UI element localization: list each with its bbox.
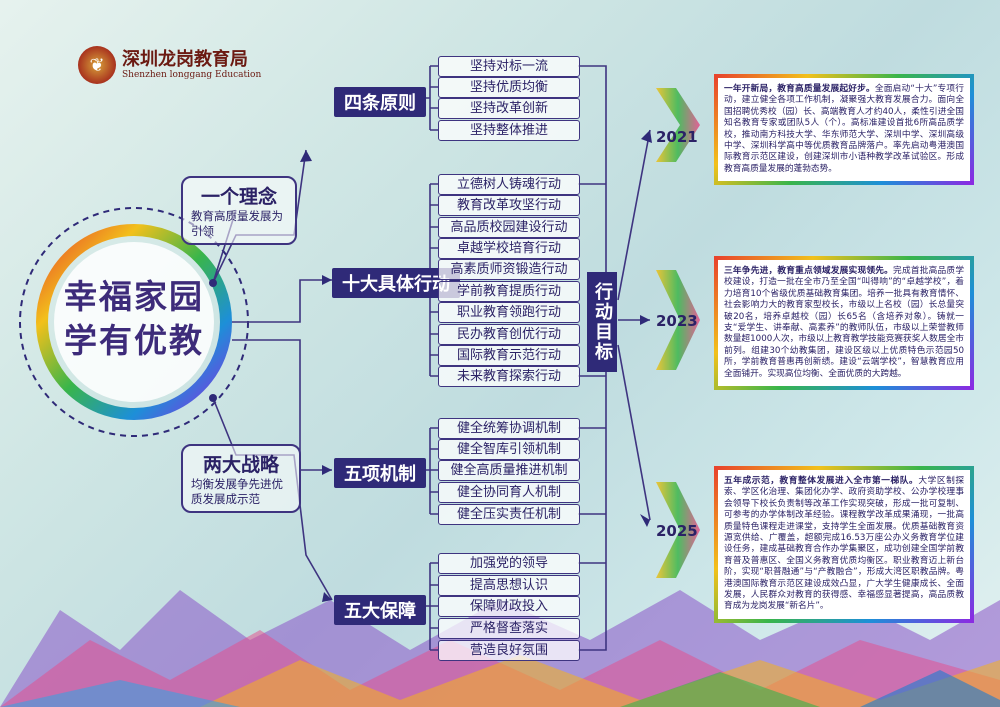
goal-panel-2023: 三年争先进，教育重点领域发展实现领先。完成首批高品质学校建设，打造一批在全市乃至…	[714, 256, 974, 391]
center-title-line2: 学有优教	[64, 321, 204, 360]
goal-panel-2021-lead: 一年开新局，教育高质量发展起好步。	[724, 84, 875, 94]
action-item: 未来教育探索行动	[438, 366, 580, 387]
mechanism-item: 健全高质量推进机制	[438, 460, 580, 481]
goal-panel-2025-text: 大学区制探索、学区化治理、集团化办学、政府资助学校、公办学校理事会领导下校长负责…	[724, 476, 965, 612]
strategy-box: 两大战略 均衡发展争先进优质发展成示范	[181, 444, 301, 513]
goal-panel-2023-text: 完成首批高品质学校建设，打造一批在全市乃至全国“叫得响”的“卓越学校”，着力培育…	[724, 266, 965, 379]
chevron-decoration-2023	[656, 270, 700, 370]
center-title-line1: 幸福家园	[64, 277, 204, 316]
action-item: 高素质师资锻造行动	[438, 259, 580, 280]
goal-panel-2021: 一年开新局，教育高质量发展起好步。全面启动“十大”专项行动，建立健全各项工作机制…	[714, 74, 974, 186]
action-item: 立德树人铸魂行动	[438, 174, 580, 195]
action-item: 学前教育提质行动	[438, 281, 580, 302]
logo-name-en: Shenzhen longgang Education	[122, 70, 262, 80]
goal-panel-2025: 五年成示范，教育整体发展进入全市第一梯队。大学区制探索、学区化治理、集团化办学、…	[714, 466, 974, 623]
mechanism-item: 健全压实责任机制	[438, 504, 580, 525]
principle-item: 坚持整体推进	[438, 120, 580, 141]
school-emblem-icon: ❦	[78, 46, 116, 84]
chevron-decoration-2025	[656, 482, 700, 578]
guarantee-item: 严格督查落实	[438, 618, 580, 639]
logo: ❦ 深圳龙岗教育局 Shenzhen longgang Education	[78, 46, 261, 84]
category-principles: 四条原则	[334, 87, 426, 117]
year-2021: 2021	[656, 128, 698, 146]
strategy-subtitle: 均衡发展争先进优质发展成示范	[191, 477, 283, 506]
goal-panel-2025-lead: 五年成示范，教育整体发展进入全市第一梯队。	[724, 476, 919, 486]
logo-name-cn: 深圳龙岗教育局	[122, 49, 248, 70]
goal-panel-2021-text: 全面启动“十大”专项行动，建立健全各项工作机制，凝聚强大教育发展合力。面向全国招…	[724, 84, 964, 174]
concept-box: 一个理念 教育高质量发展为引领	[181, 176, 297, 245]
action-item: 高品质校园建设行动	[438, 217, 580, 238]
mechanism-item: 健全统筹协调机制	[438, 418, 580, 439]
principle-item: 坚持对标一流	[438, 56, 580, 77]
guarantee-item: 提高思想认识	[438, 575, 580, 596]
goal-panel-2023-lead: 三年争先进，教育重点领域发展实现领先。	[724, 266, 894, 276]
center-title: 幸福家园 学有优教	[34, 275, 234, 363]
principle-item: 坚持改革创新	[438, 98, 580, 119]
category-mechanisms: 五项机制	[334, 458, 426, 488]
mechanism-item: 健全智库引领机制	[438, 439, 580, 460]
year-2025: 2025	[656, 522, 698, 540]
concept-subtitle: 教育高质量发展为引领	[191, 209, 283, 238]
action-item: 民办教育创优行动	[438, 324, 580, 345]
year-2023: 2023	[656, 312, 698, 330]
goal-label: 行动目标	[587, 272, 617, 372]
concept-title: 一个理念	[200, 186, 277, 208]
guarantee-item: 营造良好氛围	[438, 640, 580, 661]
action-item: 教育改革攻坚行动	[438, 195, 580, 216]
guarantee-item: 保障财政投入	[438, 596, 580, 617]
category-guarantees: 五大保障	[334, 595, 426, 625]
action-item: 卓越学校培育行动	[438, 238, 580, 259]
mechanism-item: 健全协同育人机制	[438, 482, 580, 503]
chevron-decoration-2021	[656, 88, 700, 162]
strategy-title: 两大战略	[202, 454, 279, 476]
guarantee-item: 加强党的领导	[438, 553, 580, 574]
action-item: 职业教育领跑行动	[438, 302, 580, 323]
principle-item: 坚持优质均衡	[438, 77, 580, 98]
action-item: 国际教育示范行动	[438, 345, 580, 366]
